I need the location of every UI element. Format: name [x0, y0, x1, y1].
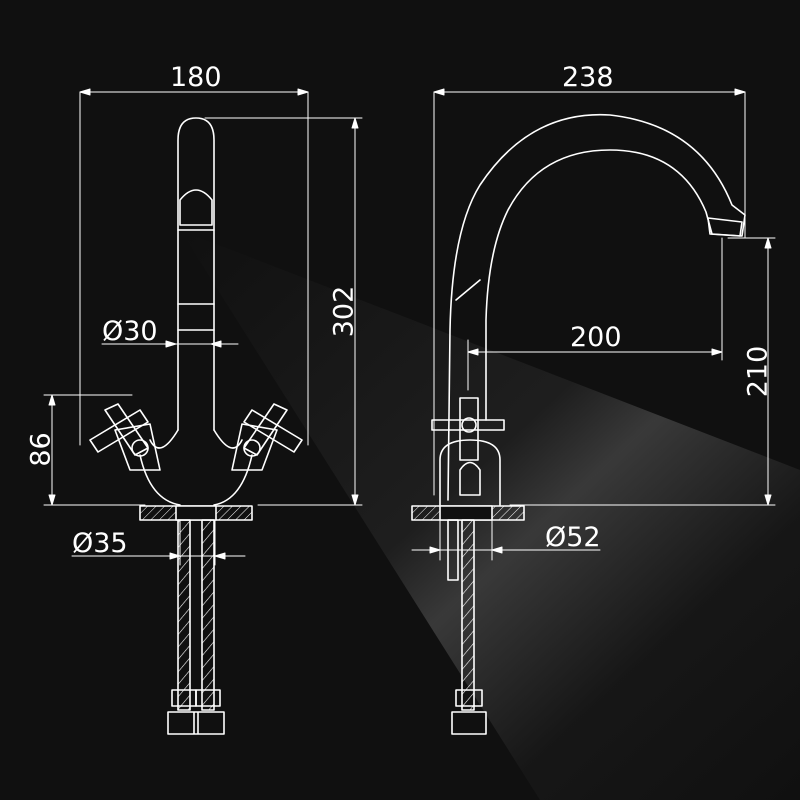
side-base-diameter-dimension [411, 519, 601, 561]
front-handle-height-label: 86 [25, 432, 57, 467]
front-left-cross-handle [89, 403, 161, 471]
front-spout-body [177, 117, 215, 431]
front-spout-diameter-dimension [101, 340, 239, 348]
side-base-diameter-label: Ø52 [545, 522, 601, 553]
front-base-diameter-label: Ø35 [72, 528, 128, 559]
side-outlet-height-label: 210 [742, 345, 774, 398]
front-view [43, 88, 363, 735]
front-width-label: 180 [170, 62, 222, 93]
side-view [411, 88, 776, 735]
front-handle-dimension [43, 394, 146, 506]
side-width-dimension [433, 88, 746, 496]
side-width-label: 238 [562, 62, 614, 93]
front-width-dimension [79, 88, 309, 446]
side-cross-handle [431, 397, 505, 461]
side-gooseneck-spout [447, 113, 746, 501]
front-right-cross-handle [231, 403, 303, 471]
front-supply-hoses [167, 519, 225, 735]
front-height-dimension [204, 117, 363, 506]
side-reach-label: 200 [570, 322, 622, 353]
side-outlet-height-dimension [509, 237, 776, 506]
front-spout-diameter-label: Ø30 [102, 316, 158, 347]
side-reach-dimension [467, 237, 723, 391]
front-height-label: 302 [328, 285, 360, 338]
side-supply-hose [447, 519, 487, 735]
